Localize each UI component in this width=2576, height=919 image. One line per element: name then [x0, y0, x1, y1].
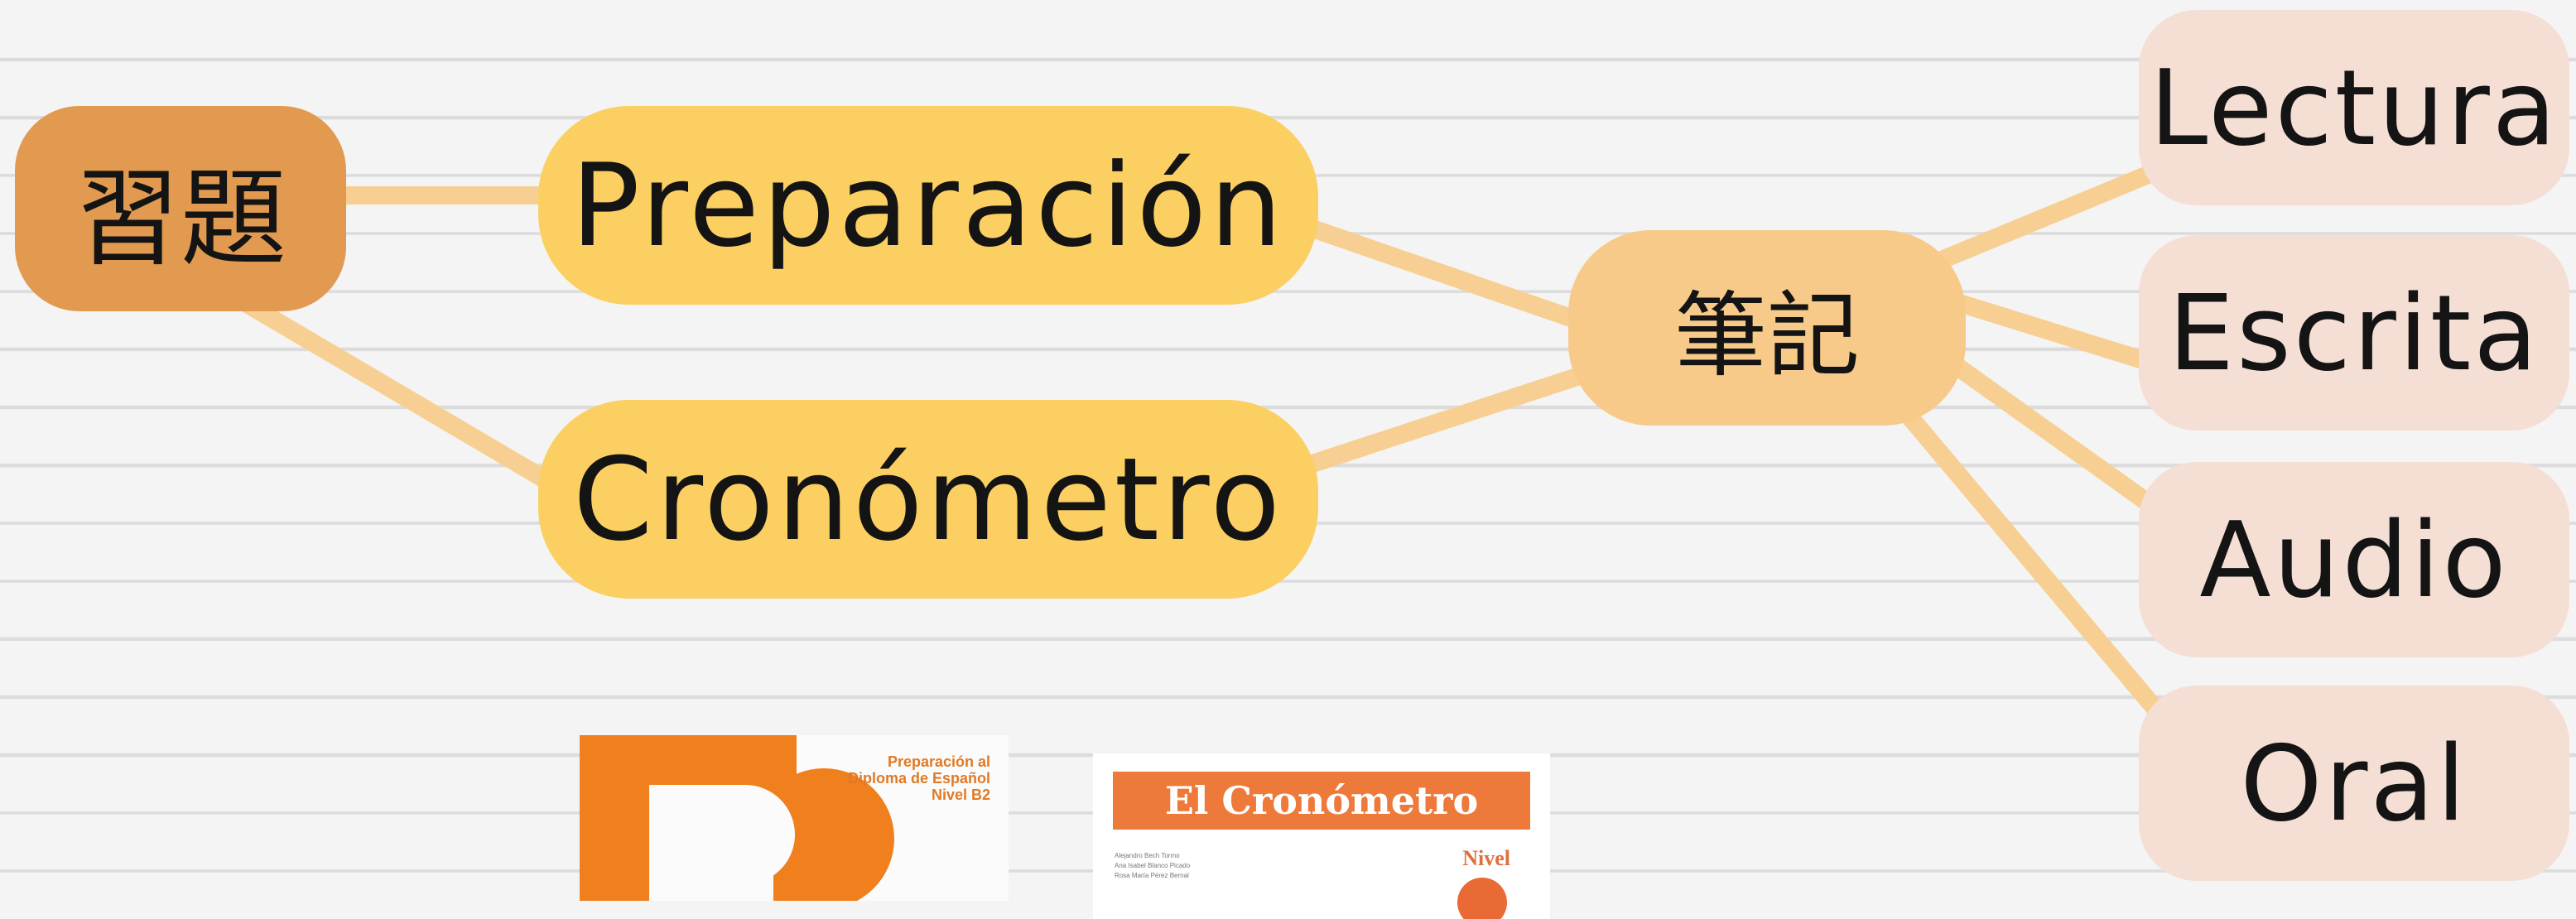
- edge-notes-lectura: [1928, 150, 2195, 271]
- edge-cronometro-notes: [1303, 363, 1599, 473]
- cronometro-author: Alejandro Bech Tormo: [1115, 852, 1180, 859]
- node-root: 習題: [15, 106, 346, 311]
- node-lectura: Lectura: [2139, 10, 2569, 205]
- node-oral: Oral: [2139, 686, 2569, 881]
- node-notes-label: 筆記: [1674, 282, 1860, 390]
- b2-cover-text: Preparación al Diploma de Español Nivel …: [825, 753, 990, 803]
- node-escrita-label: Escrita: [2168, 272, 2540, 394]
- cronometro-author: Ana Isabel Blanco Picado: [1115, 862, 1191, 869]
- edge-notes-oral: [1895, 402, 2195, 754]
- node-cronometro-label: Cronómetro: [573, 432, 1283, 566]
- node-preparacion-label: Preparación: [571, 138, 1286, 272]
- book-cover-el-cronometro: El Cronómetro Alejandro Bech Tormo Ana I…: [1093, 753, 1550, 919]
- node-escrita: Escrita: [2139, 235, 2569, 431]
- node-audio: Audio: [2139, 462, 2569, 657]
- cronometro-cover-authors: Alejandro Bech Tormo Ana Isabel Blanco P…: [1115, 851, 1363, 881]
- b2-cover-line2: Diploma de Español: [847, 770, 990, 787]
- cronometro-level-badge: [1457, 878, 1507, 919]
- node-oral-label: Oral: [2240, 722, 2468, 844]
- node-audio-label: Audio: [2199, 498, 2509, 621]
- cronometro-cover-level: Nivel: [1462, 846, 1510, 870]
- edge-notes-escrita: [1945, 292, 2179, 378]
- connector-lines: [239, 150, 2195, 754]
- node-root-label: 習題: [74, 156, 286, 281]
- node-notes: 筆記: [1568, 230, 1966, 426]
- cronometro-cover-title: El Cronómetro: [1113, 772, 1530, 830]
- cronometro-author: Rosa María Pérez Bernal: [1115, 872, 1189, 879]
- node-lectura-label: Lectura: [2149, 46, 2559, 169]
- node-preparacion: Preparación: [538, 106, 1318, 305]
- b2-cover-line1: Preparación al: [887, 753, 990, 770]
- book-cover-preparacion-b2: Preparación al Diploma de Español Nivel …: [580, 735, 1009, 901]
- b2-cover-line3: Nivel B2: [931, 787, 990, 803]
- edge-preparacion-notes: [1303, 219, 1599, 334]
- b2-letter-counter: [649, 815, 773, 901]
- edge-root-cronometro: [239, 296, 580, 504]
- node-cronometro: Cronómetro: [538, 400, 1318, 599]
